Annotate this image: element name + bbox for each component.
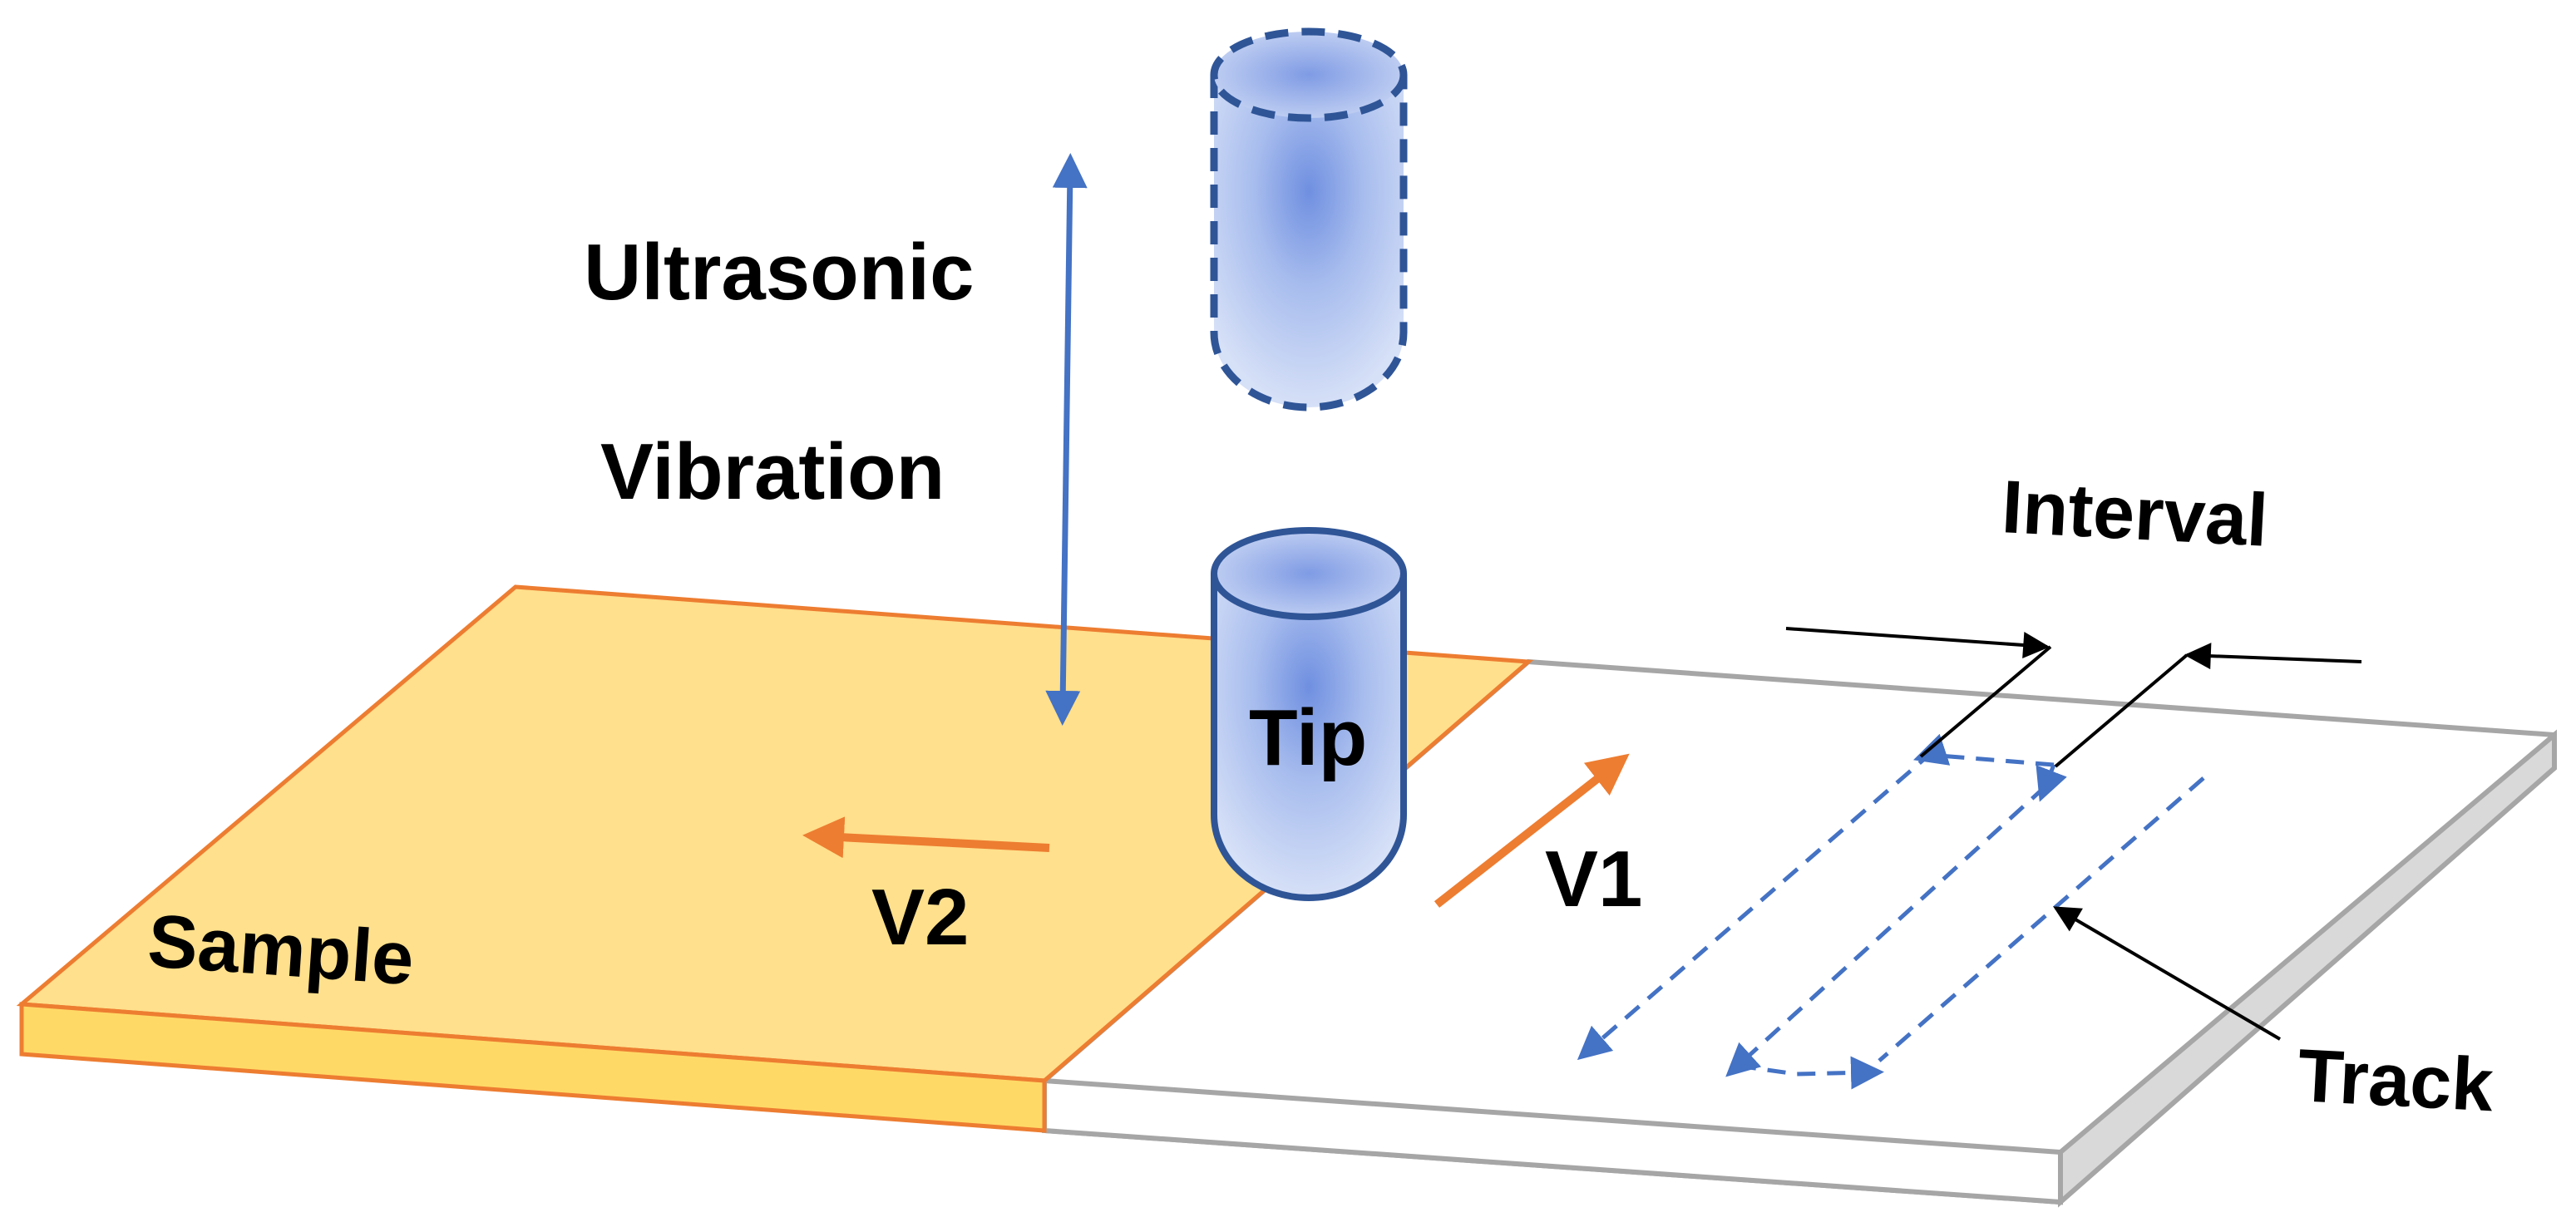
interval-extension-right: [2054, 653, 2189, 768]
substrate-side-edge: [2058, 729, 2557, 1208]
vibration-arrow: [1045, 153, 1088, 726]
label-ultrasonic: Ultrasonic: [584, 228, 974, 317]
label-v1: V1: [1545, 835, 1642, 924]
label-sample: Sample: [146, 899, 417, 1001]
track-line-1: [1577, 733, 2055, 1061]
track-pointer-arrow: [2053, 906, 2282, 1041]
sample-front-edge: [19, 1002, 1047, 1133]
interval-arrow-right: [2184, 643, 2362, 670]
track-line-3: [1725, 785, 2047, 1077]
interval-extension-left: [1919, 645, 2052, 758]
sample-plate: [16, 584, 1534, 1133]
tip: [1211, 527, 1407, 901]
label-v2: V2: [871, 873, 969, 962]
track-line-4: [1737, 1056, 1884, 1090]
tip-upper-position: [1210, 27, 1408, 411]
interval-dimension: [1785, 627, 2362, 768]
label-vibration: Vibration: [600, 427, 945, 516]
label-tip: Tip: [1249, 693, 1367, 782]
scan-tracks: [1577, 733, 2205, 1090]
v2-arrow: [802, 816, 1050, 859]
track-line-2: [2036, 764, 2067, 802]
interval-arrow-left: [1785, 627, 2050, 658]
label-interval: Interval: [2000, 466, 2270, 563]
track-line-5: [1878, 776, 2205, 1062]
label-track: Track: [2296, 1034, 2496, 1127]
